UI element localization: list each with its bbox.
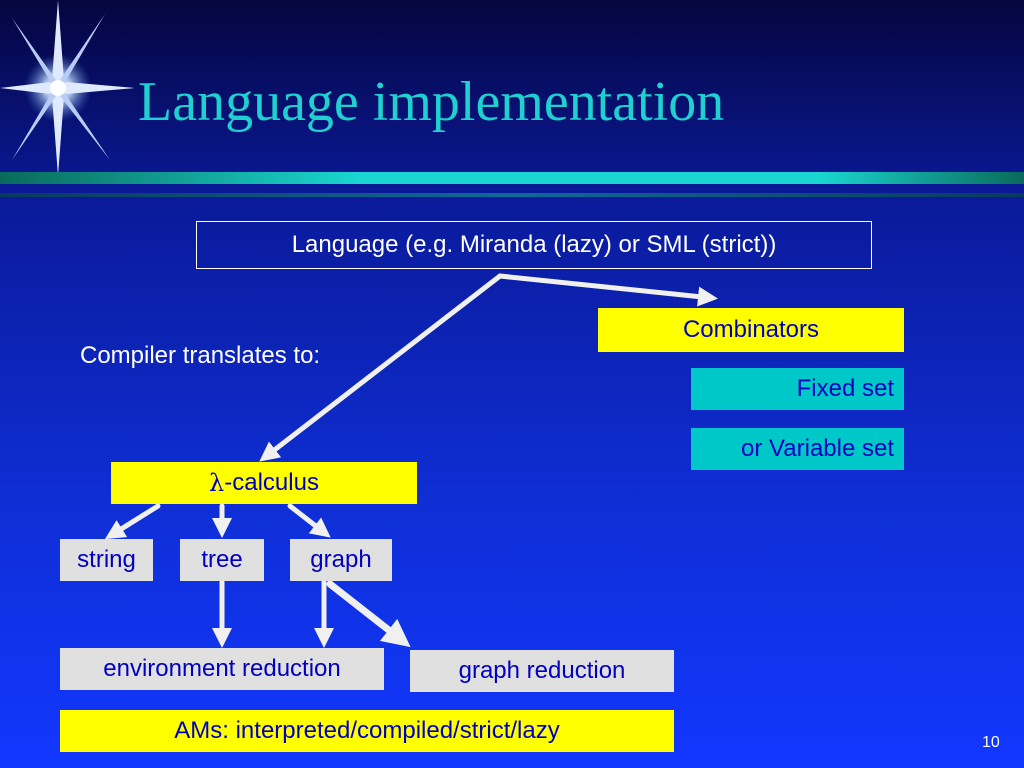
graph-reduction-box: graph reduction <box>410 650 674 692</box>
arrow-lambda-to-string <box>104 503 161 540</box>
title-divider-thin-bar <box>0 193 1024 197</box>
lambda-symbol: λ <box>209 469 225 497</box>
combinators-box: Combinators <box>598 308 904 352</box>
arrow-language-to-lambda <box>259 273 503 462</box>
variable-set-box: or Variable set <box>691 428 904 470</box>
lambda-calculus-label: -calculus <box>224 469 319 496</box>
graph-box: graph <box>290 539 392 581</box>
fixed-set-box: Fixed set <box>691 368 904 410</box>
string-box: string <box>60 539 153 581</box>
arrow-language-to-combinators <box>497 273 718 307</box>
tree-box: tree <box>180 539 264 581</box>
environment-reduction-box: environment reduction <box>60 648 384 690</box>
star-logo-icon <box>0 0 135 176</box>
compiler-translates-label: Compiler translates to: <box>80 342 321 369</box>
lambda-calculus-box: λ-calculus <box>111 462 417 504</box>
arrow-graph-to-graph-reduction <box>326 580 411 648</box>
language-box: Language (e.g. Miranda (lazy) or SML (st… <box>196 221 872 269</box>
arrow-lambda-to-graph <box>287 503 331 538</box>
title-divider-bar <box>0 172 1024 184</box>
abstract-machines-box: AMs: interpreted/compiled/strict/lazy <box>60 710 674 752</box>
slide-title: Language implementation <box>138 71 725 133</box>
slide-number: 10 <box>982 734 1000 751</box>
